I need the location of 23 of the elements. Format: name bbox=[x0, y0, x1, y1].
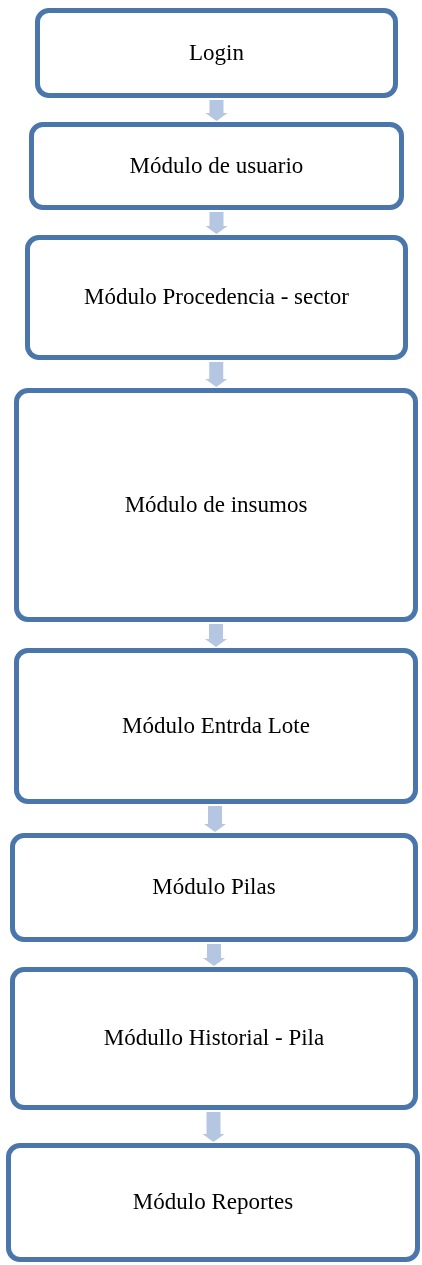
block-arrow bbox=[203, 944, 225, 966]
block-arrow bbox=[205, 212, 228, 234]
process-box bbox=[14, 388, 418, 622]
process-box bbox=[25, 235, 408, 360]
block-arrow bbox=[204, 806, 226, 832]
process-box bbox=[10, 967, 418, 1110]
box-label: Módulo Reportes bbox=[132, 1189, 294, 1216]
box-label: Módulo Procedencia - sector bbox=[83, 284, 350, 311]
block-arrow bbox=[205, 362, 228, 387]
box-label: Login bbox=[189, 39, 244, 67]
box-label: Módulo Pilas bbox=[152, 874, 276, 901]
block-arrow bbox=[202, 1112, 225, 1142]
block-arrow bbox=[205, 624, 227, 647]
box-label: Módulo Entrda Lote bbox=[122, 712, 310, 740]
box-label: Módulo de insumos bbox=[124, 491, 308, 519]
process-box bbox=[35, 8, 398, 98]
block-arrow bbox=[205, 100, 228, 121]
process-box bbox=[10, 833, 418, 942]
process-box bbox=[29, 122, 404, 210]
box-label: Módullo Historial - Pila bbox=[103, 1025, 325, 1052]
process-box bbox=[6, 1143, 420, 1262]
process-box bbox=[14, 648, 418, 804]
box-label: Módulo de usuario bbox=[129, 152, 304, 180]
